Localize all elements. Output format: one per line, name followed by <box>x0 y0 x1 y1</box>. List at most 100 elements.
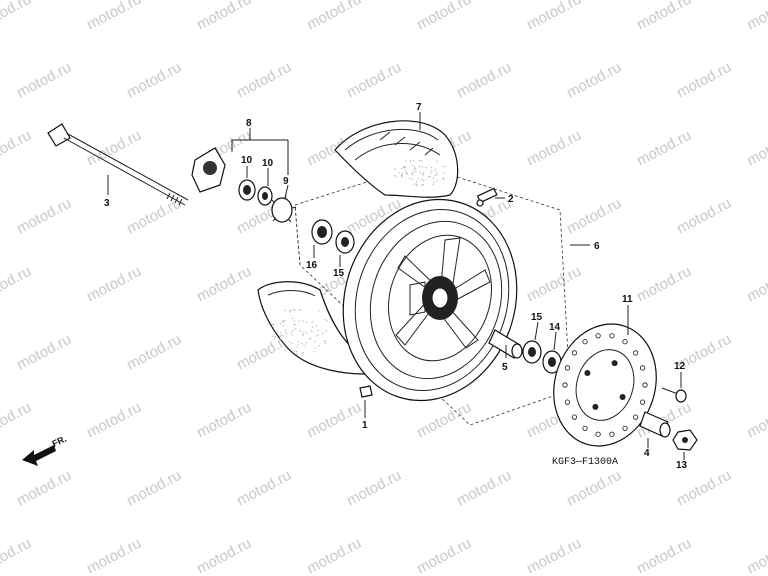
texture-dot <box>295 346 297 348</box>
watermark-text: motod.ru <box>84 0 144 34</box>
watermark-text: motod.ru <box>194 535 254 576</box>
texture-dot <box>422 184 424 186</box>
disc-mount-hole <box>619 394 626 400</box>
texture-dot <box>436 174 438 176</box>
texture-dot <box>285 333 288 335</box>
texture-dot <box>409 160 412 162</box>
tire-section-texture <box>271 309 329 355</box>
texture-dot <box>315 325 318 327</box>
texture-dot <box>434 174 437 176</box>
disc-hole <box>582 425 588 431</box>
texture-dot <box>292 309 294 311</box>
texture-dot <box>289 311 291 313</box>
texture-dot <box>284 329 287 331</box>
texture-dot <box>401 176 403 178</box>
texture-dot <box>314 347 316 349</box>
callout-9: 9 <box>283 176 289 187</box>
disc-hole <box>564 399 571 405</box>
disc-hole <box>632 414 639 420</box>
watermark-text: motod.ru <box>124 195 184 238</box>
tire-valve <box>476 187 498 207</box>
disc-bolt <box>661 387 687 403</box>
disc-hole <box>595 333 601 339</box>
callout-13: 13 <box>676 460 688 471</box>
texture-dot <box>281 320 284 322</box>
watermark-text: motod.ru <box>744 0 768 34</box>
texture-dot <box>291 317 294 319</box>
texture-dot <box>276 330 279 332</box>
texture-dot <box>290 331 293 333</box>
watermark-text: motod.ru <box>634 535 694 576</box>
texture-dot <box>412 171 415 173</box>
texture-dot <box>423 179 425 182</box>
watermark-text: motod.ru <box>0 0 34 34</box>
texture-dot <box>434 169 436 171</box>
texture-dot <box>284 349 286 352</box>
texture-dot <box>444 166 447 168</box>
callout-11: 11 <box>622 294 633 305</box>
texture-dot <box>420 160 422 162</box>
texture-dot <box>433 181 435 183</box>
texture-dot <box>279 338 282 340</box>
texture-dot <box>305 342 308 344</box>
texture-dot <box>415 180 418 183</box>
callout-15-right: 15 <box>531 312 543 323</box>
texture-dot <box>301 352 303 355</box>
texture-dot <box>294 323 297 325</box>
disc-hole <box>632 350 639 356</box>
speedometer-gear <box>271 194 297 223</box>
tire <box>334 120 459 198</box>
texture-dot <box>282 325 285 327</box>
watermark-text: motod.ru <box>674 195 734 238</box>
leader-lines <box>107 112 685 460</box>
watermark-text: motod.ru <box>414 399 474 442</box>
watermark-text: motod.ru <box>0 127 34 170</box>
disc-hole <box>639 365 646 371</box>
watermark-text: motod.ru <box>414 0 474 34</box>
oil-seal-right <box>257 186 273 206</box>
texture-dot <box>313 340 316 343</box>
disc-hole <box>642 382 648 388</box>
texture-dot <box>280 331 282 333</box>
texture-dot <box>289 309 291 311</box>
texture-dot <box>395 176 397 178</box>
callout-5: 5 <box>502 362 508 373</box>
disc-hole <box>564 365 571 371</box>
texture-dot <box>325 330 327 332</box>
callout-labels: 7 2 3 8 10 10 9 6 11 12 13 4 5 15 14 16 … <box>104 102 688 471</box>
watermark-text: motod.ru <box>0 399 34 442</box>
texture-dot <box>288 341 291 343</box>
texture-dot <box>418 160 421 162</box>
texture-dot <box>405 171 408 173</box>
side-collar <box>639 411 671 438</box>
disc-hole <box>609 333 615 339</box>
texture-dot <box>428 176 430 178</box>
disc-hole <box>571 350 578 356</box>
watermark-text: motod.ru <box>564 195 624 238</box>
texture-dot <box>405 160 407 162</box>
texture-dot <box>324 319 326 321</box>
watermark-text: motod.ru <box>124 59 184 102</box>
texture-dot <box>324 342 326 344</box>
texture-dot <box>326 320 329 322</box>
watermark-text: motod.ru <box>0 535 34 576</box>
watermark-text: motod.ru <box>744 535 768 576</box>
watermark-text: motod.ru <box>14 195 74 238</box>
texture-dot <box>421 166 424 168</box>
texture-dot <box>285 331 287 333</box>
texture-dot <box>411 178 414 181</box>
watermark-text: motod.ru <box>234 467 294 510</box>
speedometer-gearbox <box>191 147 226 193</box>
texture-dot <box>430 172 432 174</box>
texture-dot <box>415 168 417 170</box>
texture-dot <box>298 309 301 311</box>
texture-dot <box>432 183 434 185</box>
texture-dot <box>401 167 403 170</box>
balance-weight <box>359 385 373 398</box>
disc-hole <box>571 414 578 420</box>
texture-dot <box>443 171 445 174</box>
texture-dot <box>301 342 303 345</box>
texture-dot <box>422 172 425 174</box>
distance-collar <box>488 329 523 359</box>
texture-dot <box>291 342 293 345</box>
